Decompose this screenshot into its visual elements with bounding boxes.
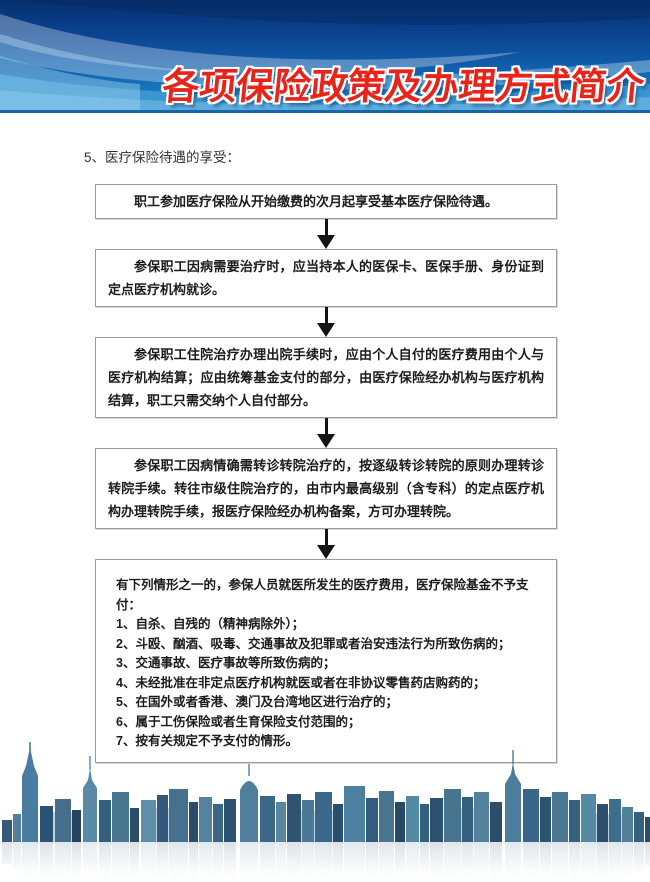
exclusion-item: 7、按有关规定不予支付的情形。 [116, 734, 298, 748]
flow-step-3: 参保职工住院治疗办理出院手续时，应由个人自付的医疗费用由个人与医疗机构结算；应由… [95, 337, 557, 418]
flowchart: 职工参加医疗保险从开始缴费的次月起享受基本医疗保险待遇。 参保职工因病需要治疗时… [95, 184, 557, 763]
down-arrow-icon [95, 219, 557, 249]
down-arrow-stem [324, 529, 328, 545]
down-arrow-stem [324, 307, 328, 323]
city-skyline [0, 742, 650, 882]
flow-step-5-exclusions: 有下列情形之一的，参保人员就医所发生的医疗费用，医疗保险基金不予支付： 1、自杀… [95, 559, 557, 763]
exclusion-item: 5、在国外或者香港、澳门及台湾地区进行治疗的； [116, 695, 398, 709]
down-arrow-icon [95, 529, 557, 559]
reflection-fade [0, 842, 650, 882]
down-arrow-stem [324, 219, 328, 235]
down-arrow-head [317, 235, 335, 249]
exclusions-intro: 有下列情形之一的，参保人员就医所发生的医疗费用，医疗保险基金不予支付： [116, 578, 529, 612]
down-arrow-head [317, 323, 335, 337]
header-banner: 各项保险政策及办理方式简介 [0, 0, 650, 113]
down-arrow-icon [95, 307, 557, 337]
down-arrow-icon [95, 418, 557, 448]
flow-step-4-text: 参保职工因病情确需转诊转院治疗的，按逐级转诊转院的原则办理转诊转院手续。转往市级… [108, 458, 544, 519]
flow-step-3-text: 参保职工住院治疗办理出院手续时，应由个人自付的医疗费用由个人与医疗机构结算；应由… [108, 347, 544, 408]
flow-step-2-text: 参保职工因病需要治疗时，应当持本人的医保卡、医保手册、身份证到定点医疗机构就诊。 [108, 259, 544, 297]
exclusion-item: 3、交通事故、医疗事故等所致伤病的； [116, 656, 336, 670]
down-arrow-head [317, 545, 335, 559]
flow-step-1-text: 职工参加医疗保险从开始缴费的次月起享受基本医疗保险待遇。 [134, 194, 499, 209]
down-arrow-stem [324, 418, 328, 434]
content-area: 5、医疗保险待遇的享受： 职工参加医疗保险从开始缴费的次月起享受基本医疗保险待遇… [0, 113, 650, 763]
section-heading: 5、医疗保险待遇的享受： [84, 150, 241, 165]
flow-step-4: 参保职工因病情确需转诊转院治疗的，按逐级转诊转院的原则办理转诊转院手续。转往市级… [95, 448, 557, 529]
banner-waves-graphic [0, 0, 650, 113]
exclusion-item: 1、自杀、自残的（精神病除外）； [116, 617, 305, 631]
exclusion-item: 2、斗殴、酗酒、吸毒、交通事故及犯罪或者治安违法行为所致伤病的； [116, 636, 511, 651]
exclusion-item: 6、属于工伤保险或者生育保险支付范围的； [116, 714, 361, 729]
exclusion-item: 4、未经批准在非定点医疗机构就医或者在非协议零售药店购药的； [116, 675, 486, 690]
poster-title: 各项保险政策及办理方式简介 [160, 66, 646, 107]
flow-step-2: 参保职工因病需要治疗时，应当持本人的医保卡、医保手册、身份证到定点医疗机构就诊。 [95, 249, 557, 307]
flow-step-1: 职工参加医疗保险从开始缴费的次月起享受基本医疗保险待遇。 [95, 184, 557, 219]
down-arrow-head [317, 434, 335, 448]
